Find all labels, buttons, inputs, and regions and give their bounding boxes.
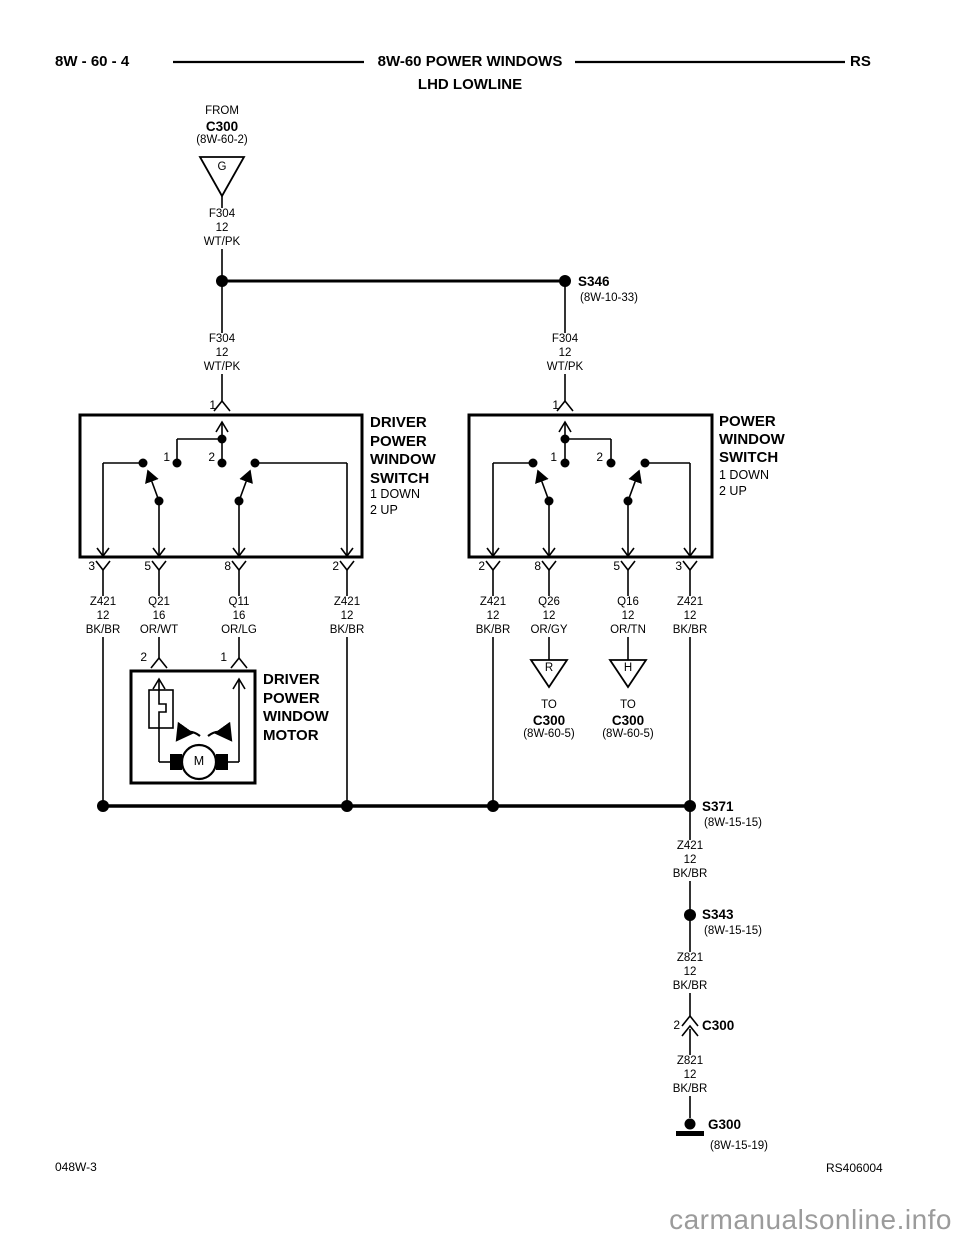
wire-label-q26: Q26 12 OR/GY [511,596,587,638]
wire-label-q11: Q11 16 OR/LG [201,596,277,638]
figure-number: RS406004 [826,1161,883,1175]
output-r-destination: TO C300 (8W-60-5) [523,699,575,740]
wire-label-z421-pass-right: Z421 12 BK/BR [652,596,728,638]
passenger-switch-legend: 1 DOWN 2 UP [719,468,769,498]
feed-connector: C300 [205,118,239,134]
motor-pin2: 2 [140,650,147,664]
driver-switch-pin2: 2 [332,559,339,573]
wire-label-z821-lower: Z821 12 BK/BR [652,1055,728,1097]
passenger-switch-contact1: 1 [550,450,557,464]
passenger-switch-pin2: 2 [478,559,485,573]
driver-switch-contact2: 2 [208,450,215,464]
output-h-destination: TO C300 (8W-60-5) [602,699,654,740]
wire-label-z421-chain: Z421 12 BK/BR [652,840,728,882]
page-subtitle: LHD LOWLINE [417,76,523,93]
splice-s371-ref: (8W-15-15) [704,817,762,829]
terminal-letter-h: H [623,662,633,674]
splice-s346-ref: (8W-10-33) [580,292,638,304]
splice-s371-name: S371 [702,799,734,814]
splice-s343-name: S343 [702,907,734,922]
wire-label-q21: Q21 16 OR/WT [121,596,197,638]
passenger-switch-pin8: 8 [534,559,541,573]
passenger-switch-pin5: 5 [613,559,620,573]
motor-name: DRIVER POWER WINDOW MOTOR [263,671,329,744]
wire-label-f304-left: F304 12 WT/PK [184,333,260,375]
driver-switch-pin8: 8 [224,559,231,573]
ground-g300-ref: (8W-15-19) [710,1140,768,1152]
wire-label-z821-upper: Z821 12 BK/BR [652,952,728,994]
feed-connector-ref: (8W-60-2) [196,133,248,146]
page-title: 8W-60 POWER WINDOWS [377,53,563,70]
doc-ref: 8W - 60 - 4 [55,53,130,70]
ground-g300-name: G300 [708,1117,742,1132]
terminal-letter-g: G [217,161,227,173]
driver-switch-pin3: 3 [88,559,95,573]
driver-switch-legend: 1 DOWN 2 UP [370,487,420,517]
driver-switch-name: DRIVER POWER WINDOW SWITCH [370,414,436,487]
inline-connector-pin: 2 [673,1018,680,1032]
ground-bus-lines [97,800,704,1136]
driver-motor-lines [129,656,257,785]
feed-source-label: FROM C300 (8W-60-2) [177,105,267,147]
wire-label-f304-right: F304 12 WT/PK [527,333,603,375]
driver-switch-lines [78,413,364,806]
driver-switch-contact1: 1 [163,450,170,464]
passenger-switch-pin3: 3 [675,559,682,573]
wire-label-z421-driver-right: Z421 12 BK/BR [309,596,385,638]
inline-connector-name: C300 [702,1018,735,1033]
drawing-number: 048W-3 [55,1160,97,1174]
feed-from-text: FROM [205,105,239,117]
passenger-switch-pin1: 1 [552,398,559,412]
wire-label-f304-top: F304 12 WT/PK [184,208,260,250]
passenger-switch-name: POWER WINDOW SWITCH [719,413,785,466]
driver-switch-pin1: 1 [209,398,216,412]
terminal-letter-r: R [544,662,554,674]
motor-terminal-letter: M [193,754,205,768]
splice-s346-name: S346 [578,274,610,289]
section-code: RS [850,53,871,70]
output-terminal-triangles [529,659,648,689]
watermark: carmanualsonline.info [669,1204,952,1235]
driver-switch-pin5: 5 [144,559,151,573]
motor-pin1: 1 [220,650,227,664]
splice-s343-ref: (8W-15-15) [704,925,762,937]
passenger-switch-contact2: 2 [596,450,603,464]
